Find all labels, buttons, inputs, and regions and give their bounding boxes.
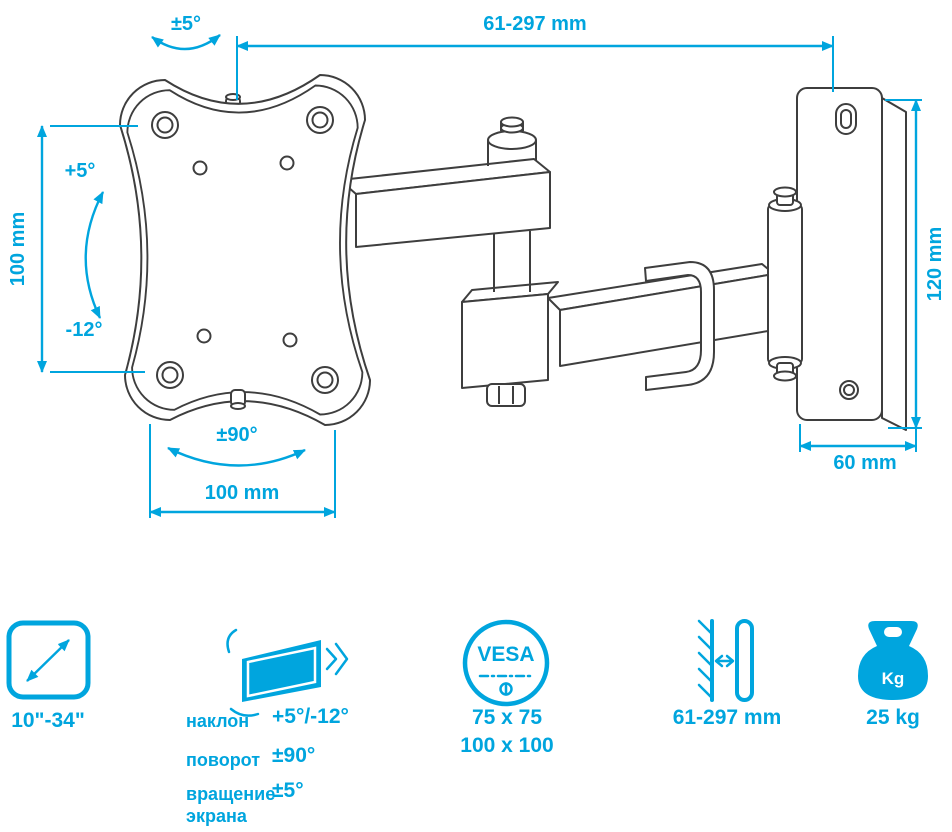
swivel-value: ±90° xyxy=(272,744,315,767)
dim-label-extension-range: 61-297 mm xyxy=(483,13,586,35)
tilt-screen-icon xyxy=(226,628,349,717)
upper-extension-arm xyxy=(339,116,551,248)
swivel-label: поворот xyxy=(186,750,260,770)
weight-unit: Kg xyxy=(882,669,905,688)
movement-spec: наклон +5°/-12° поворот ±90° вращение эк… xyxy=(186,628,349,826)
vesa-title: VESA xyxy=(477,643,534,666)
wall-distance-icon xyxy=(697,619,754,702)
vesa-spec: VESA 75 x 75 100 x 100 xyxy=(460,619,554,757)
tilt-value: +5°/-12° xyxy=(272,705,349,728)
wall-distance-value: 61-297 mm xyxy=(673,706,782,729)
dim-label-plate-width: 100 mm xyxy=(205,482,280,504)
dim-label-swivel: ±90° xyxy=(216,424,257,446)
vesa-size-100: 100 x 100 xyxy=(460,734,553,757)
vesa-icon xyxy=(462,619,550,707)
screen-size-value: 10"-34" xyxy=(11,709,85,732)
dim-wall-plate-height: 120 mm xyxy=(885,99,946,452)
vesa-plate xyxy=(119,74,371,426)
tilt-label: наклон xyxy=(186,711,249,731)
rotation-value: ±5° xyxy=(272,779,304,802)
dim-plate-height: 100 mm xyxy=(7,125,145,373)
dimensions: ±5° 61-297 mm +5° -12° 100 mm ±90° xyxy=(7,13,946,518)
rotation-label-line2: экрана xyxy=(186,806,248,826)
dim-tilt: +5° -12° xyxy=(65,160,105,341)
weight-kettlebell-icon: Kg xyxy=(858,621,928,700)
dim-rotation-top: ±5° xyxy=(151,13,221,51)
elbow-joint xyxy=(461,231,559,407)
wall-bracket-joint xyxy=(767,186,803,382)
wall-plate xyxy=(796,87,907,431)
vesa-size-75: 75 x 75 xyxy=(472,706,542,729)
dim-wall-plate-depth: 60 mm xyxy=(799,424,917,474)
weight-value: 25 kg xyxy=(866,706,920,729)
wall-distance-spec: 61-297 mm xyxy=(673,619,782,729)
spec-icons: 10"-34" наклон +5°/-12° поворот ±90° вра… xyxy=(6,619,928,826)
dim-plate-width: 100 mm xyxy=(149,424,336,518)
weight-spec: Kg 25 kg xyxy=(858,621,928,729)
rotation-label-line1: вращение xyxy=(186,784,275,804)
cable-clip xyxy=(644,261,715,391)
dim-label-plate-height: 100 mm xyxy=(7,212,29,287)
dim-label-wall-plate-height: 120 mm xyxy=(924,227,946,302)
dim-extension-range: 61-297 mm xyxy=(236,13,834,100)
dim-label-tilt-down: -12° xyxy=(66,319,103,341)
dim-swivel: ±90° xyxy=(167,424,306,467)
screen-size-spec: 10"-34" xyxy=(6,620,91,732)
screen-size-icon xyxy=(6,620,91,700)
dim-label-tilt-up: +5° xyxy=(65,160,96,182)
dim-label-rotation-top: ±5° xyxy=(171,13,201,35)
dim-label-wall-plate-depth: 60 mm xyxy=(833,452,896,474)
